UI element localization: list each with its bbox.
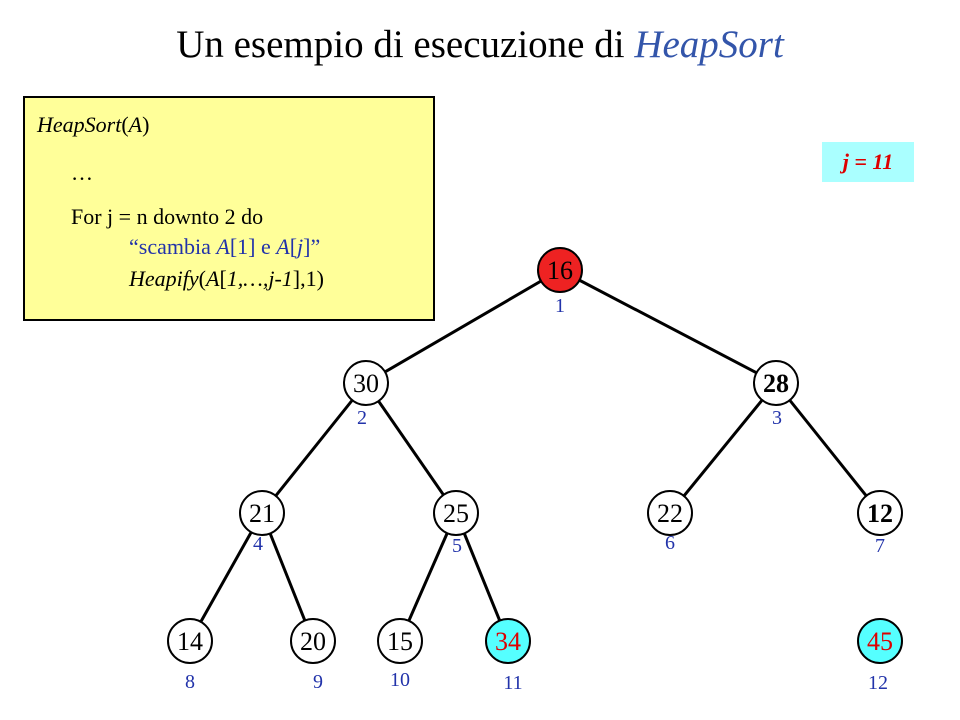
heap-node: 15 [377, 618, 423, 664]
heap-node: 16 [537, 247, 583, 293]
node-index: 4 [253, 533, 263, 555]
code-arg: A [128, 112, 143, 137]
node-circle [647, 490, 693, 536]
code-paren: ) [142, 112, 150, 137]
code-paren: ( [121, 112, 129, 137]
node-circle [377, 618, 423, 664]
node-index: 12 [868, 672, 888, 694]
node-value: 34 [495, 627, 521, 656]
code-line-1: HeapSort(A) [37, 112, 149, 138]
tree-edge [398, 512, 458, 642]
heap-node: 21 [239, 490, 285, 536]
heap-node: 22 [647, 490, 693, 536]
code-downto: downto [153, 204, 220, 229]
code-arr: A [276, 234, 290, 259]
node-circle [433, 490, 479, 536]
tree-edge [454, 512, 510, 642]
title-text: Un esempio di esecuzione di [176, 23, 635, 66]
code-j: j [297, 234, 304, 259]
node-circle [485, 618, 531, 664]
node-value: 21 [249, 499, 275, 528]
heap-node: 20 [290, 618, 336, 664]
node-index: 9 [313, 671, 323, 693]
tree-edge [668, 382, 778, 514]
node-value: 12 [867, 499, 893, 528]
code-bound: 2 [219, 204, 242, 229]
node-value: 30 [353, 369, 379, 398]
node-value: 16 [547, 256, 573, 285]
code-fn-name: HeapSort [37, 112, 122, 137]
code-arr: A [205, 266, 220, 291]
code-range: 1,…,j-1 [226, 266, 293, 291]
node-value: 22 [657, 499, 683, 528]
code-line-5: Heapify(A[1,…,j-1],1) [129, 266, 324, 292]
node-value: 14 [177, 627, 203, 656]
code-arr: A [216, 234, 230, 259]
code-for: For j = n [71, 204, 154, 229]
node-value: 20 [300, 627, 326, 656]
node-value: 15 [387, 627, 413, 656]
tree-edge [774, 382, 882, 514]
code-txt: ],1) [292, 266, 324, 291]
node-index: 1 [555, 295, 565, 317]
title-highlight: HeapSort [634, 23, 784, 66]
code-do: do [241, 204, 264, 229]
code-txt: [ [219, 266, 227, 291]
node-index: 10 [390, 669, 410, 691]
code-txt: ]” [303, 234, 321, 259]
tree-edge [364, 382, 458, 514]
heap-node: 45 [857, 618, 903, 664]
node-circle [167, 618, 213, 664]
code-txt: [ [289, 234, 298, 259]
node-index: 11 [503, 672, 522, 694]
heap-node: 25 [433, 490, 479, 536]
node-circle [343, 360, 389, 406]
node-value: 45 [867, 627, 893, 656]
code-txt: [1] e [229, 234, 277, 259]
node-index: 3 [772, 407, 782, 429]
page-title: Un esempio di esecuzione di HeapSort [0, 22, 960, 67]
code-heapify: Heapify [129, 266, 199, 291]
heap-node: 34 [485, 618, 531, 664]
code-line-3: For j = n downto 2 do [71, 204, 263, 230]
tree-edge [365, 268, 561, 385]
tree-edge [260, 382, 368, 514]
node-circle [290, 618, 336, 664]
heap-node: 12 [857, 490, 903, 536]
pseudocode-box: HeapSort(A) … For j = n downto 2 do “sca… [23, 96, 435, 321]
node-index: 2 [357, 407, 367, 429]
node-circle [537, 247, 583, 293]
j-value-badge: j = 11 [822, 142, 914, 182]
node-index: 5 [452, 535, 462, 557]
node-value: 25 [443, 499, 469, 528]
code-line-2: … [71, 160, 93, 185]
node-index: 8 [185, 671, 195, 693]
node-circle [857, 490, 903, 536]
code-line-4: “scambia A[1] e A[j]” [129, 234, 320, 260]
heap-node: 14 [167, 618, 213, 664]
code-swap: “scambia [129, 234, 217, 259]
node-circle [857, 618, 903, 664]
node-index: 6 [665, 532, 675, 554]
heap-node: 30 [343, 360, 389, 406]
node-value: 28 [763, 369, 789, 398]
tree-edge [188, 512, 264, 642]
code-txt: ( [198, 266, 206, 291]
tree-edge [559, 268, 777, 385]
node-circle [239, 490, 285, 536]
heap-node: 28 [753, 360, 799, 406]
node-circle [753, 360, 799, 406]
node-index: 7 [875, 535, 885, 557]
